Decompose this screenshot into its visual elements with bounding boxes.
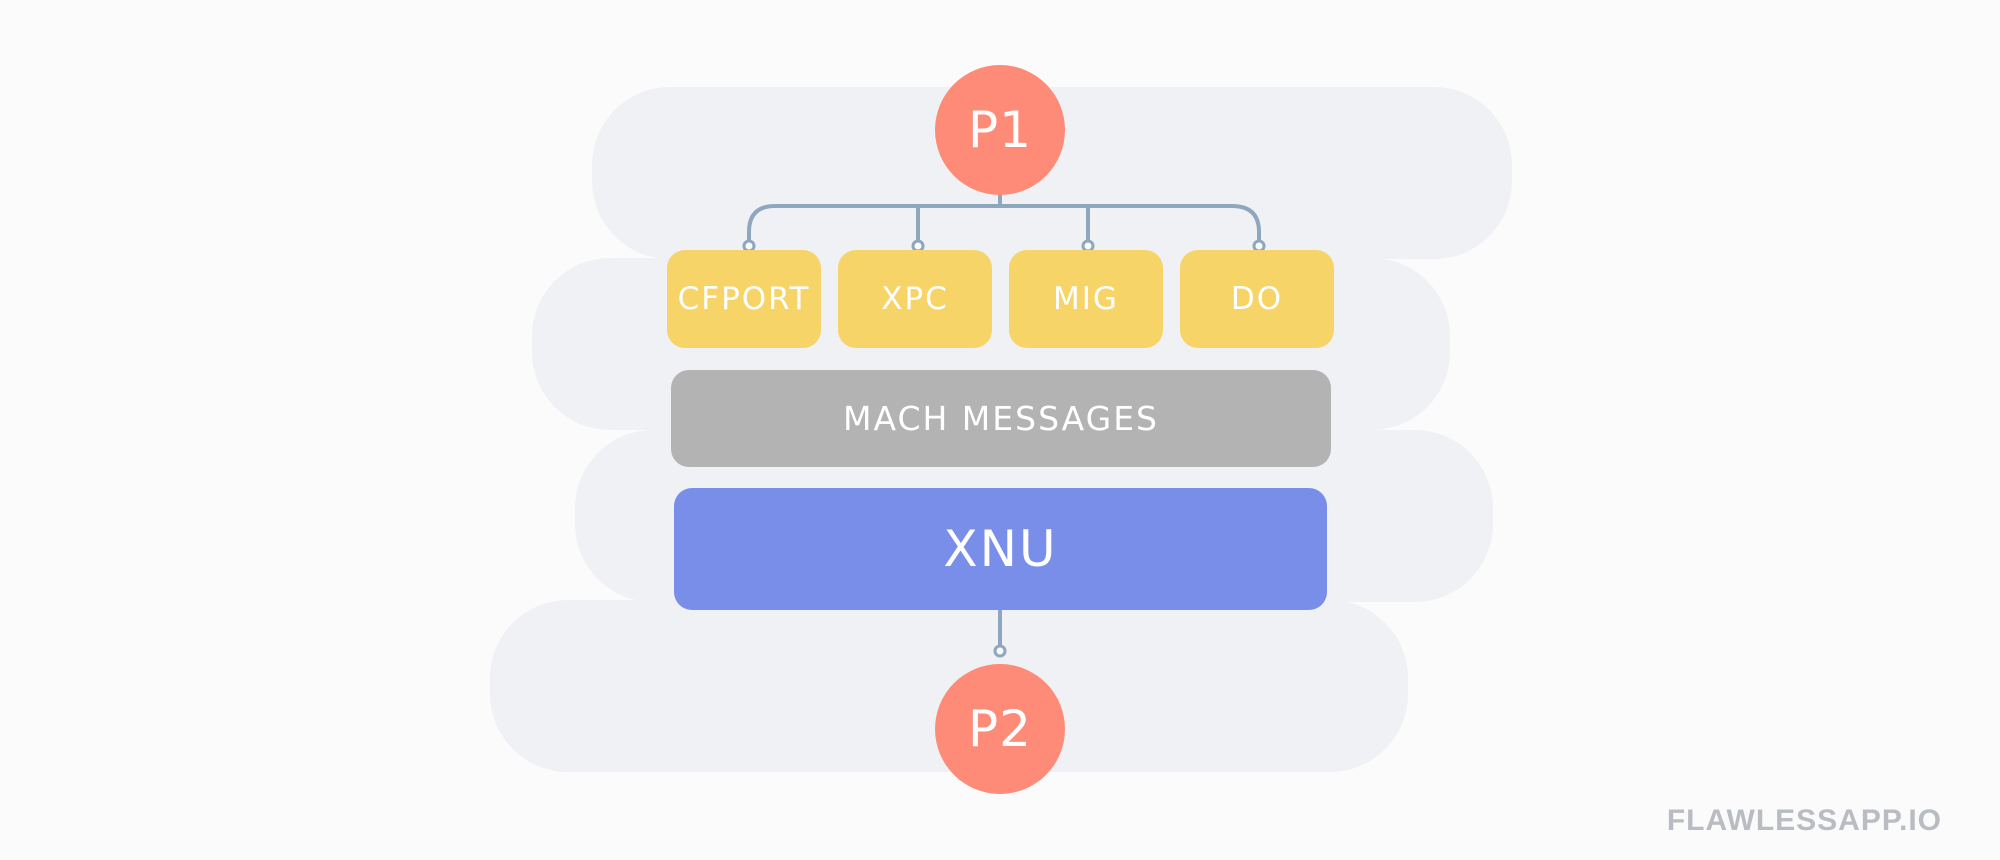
- ipc-box-label: DO: [1230, 281, 1284, 317]
- process-p1-label: P1: [968, 101, 1032, 159]
- process-p1-node: P1: [935, 65, 1065, 195]
- process-p2-label: P2: [968, 700, 1032, 758]
- ipc-box-cfport: CFPORT: [667, 250, 821, 348]
- xnu-kernel-label: XNU: [943, 520, 1058, 578]
- xnu-kernel-layer: XNU: [674, 488, 1327, 610]
- watermark-text: FLAWLESSAPP.IO: [1666, 804, 1942, 837]
- connector-dot: [993, 644, 1007, 658]
- ipc-box-mig: MIG: [1009, 250, 1163, 348]
- ipc-box-xpc: XPC: [838, 250, 992, 348]
- ipc-box-label: CFPORT: [677, 281, 811, 317]
- mach-messages-layer: MACH MESSAGES: [671, 370, 1331, 467]
- ipc-box-do: DO: [1180, 250, 1334, 348]
- process-p2-node: P2: [935, 664, 1065, 794]
- mach-messages-label: MACH MESSAGES: [842, 399, 1159, 438]
- connector-bracket: [747, 204, 1261, 247]
- ipc-box-label: MIG: [1053, 281, 1119, 317]
- ipc-box-label: XPC: [881, 281, 949, 317]
